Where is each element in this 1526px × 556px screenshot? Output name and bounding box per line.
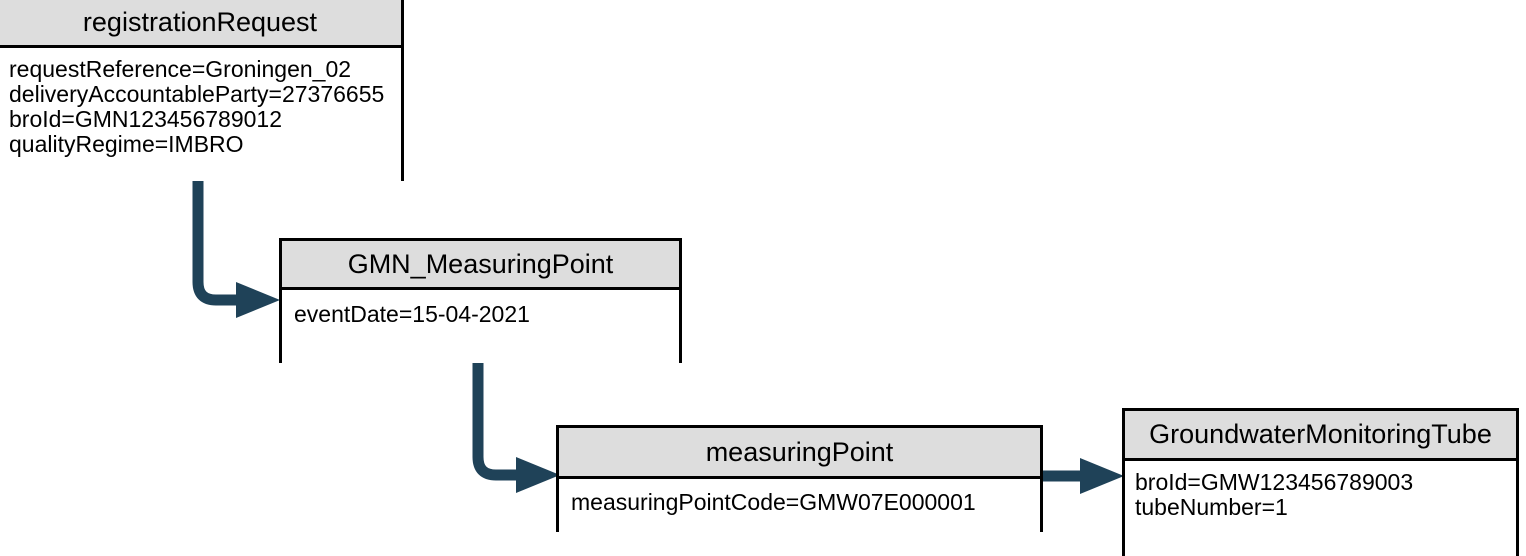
node-gmn-measuring-point-title: GMN_MeasuringPoint <box>282 241 679 290</box>
connector-registration-request-to-gmn-measuring-point <box>192 176 280 318</box>
connector-gmn-measuring-point-to-measuring-point <box>472 358 560 493</box>
node-registration-request[interactable]: registrationRequest requestReference=Gro… <box>0 0 404 181</box>
attribute-row: requestReference=Groningen_02 <box>9 57 352 82</box>
attribute-row: qualityRegime=IMBRO <box>9 132 244 157</box>
attribute-row: tubeNumber=1 <box>1135 495 1288 520</box>
attribute-row: broId=GMW123456789003 <box>1135 470 1414 495</box>
attribute-row: deliveryAccountableParty=27376655 <box>9 82 385 107</box>
node-gmn-measuring-point[interactable]: GMN_MeasuringPoint eventDate=15-04-2021 <box>279 238 682 363</box>
node-gmn-measuring-point-attributes: eventDate=15-04-2021 <box>282 290 679 363</box>
connector-measuring-point-to-groundwater-monitoring-tube <box>1040 458 1124 494</box>
node-measuring-point[interactable]: measuringPoint measuringPointCode=GMW07E… <box>556 425 1043 532</box>
attribute-row: measuringPointCode=GMW07E000001 <box>571 490 976 515</box>
node-registration-request-attributes: requestReference=Groningen_02 deliveryAc… <box>0 48 401 181</box>
node-groundwater-monitoring-tube-title: GroundwaterMonitoringTube <box>1125 411 1516 461</box>
node-groundwater-monitoring-tube[interactable]: GroundwaterMonitoringTube broId=GMW12345… <box>1122 408 1519 556</box>
attribute-row: broId=GMN123456789012 <box>9 107 283 132</box>
node-measuring-point-title: measuringPoint <box>559 428 1040 479</box>
attribute-row: eventDate=15-04-2021 <box>294 302 530 327</box>
node-groundwater-monitoring-tube-attributes: broId=GMW123456789003 tubeNumber=1 <box>1125 461 1516 556</box>
node-registration-request-title: registrationRequest <box>0 0 401 48</box>
node-measuring-point-attributes: measuringPointCode=GMW07E000001 <box>559 479 1040 532</box>
